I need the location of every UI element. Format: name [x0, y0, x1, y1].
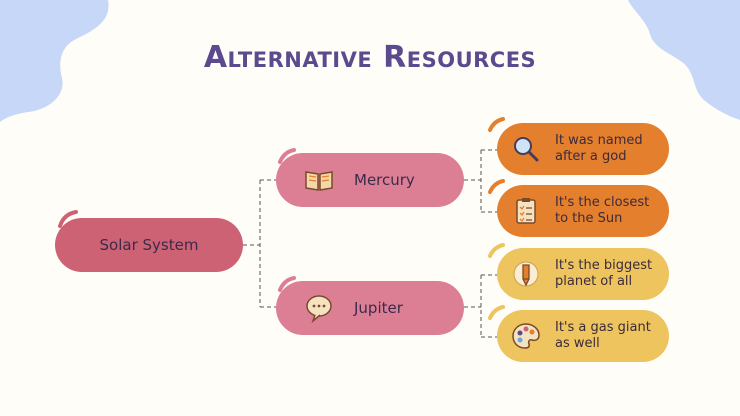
root-node-solar-system: Solar System — [55, 218, 243, 272]
branch-label-mercury: Mercury — [354, 171, 415, 189]
blob-top-left — [0, 0, 109, 122]
page-title: Alternative Resources — [203, 40, 537, 75]
palette-icon — [512, 323, 540, 349]
blob-top-right — [628, 0, 740, 120]
book-icon — [305, 171, 333, 191]
branch-label-jupiter: Jupiter — [354, 299, 403, 317]
branch-node-jupiter: Jupiter — [276, 281, 464, 335]
checklist-icon — [516, 198, 536, 224]
pencil-icon — [513, 261, 539, 287]
speech-bubble-icon — [306, 295, 332, 323]
branch-node-mercury: Mercury — [276, 153, 464, 207]
root-label: Solar System — [99, 236, 199, 254]
magnifier-icon — [514, 137, 539, 162]
